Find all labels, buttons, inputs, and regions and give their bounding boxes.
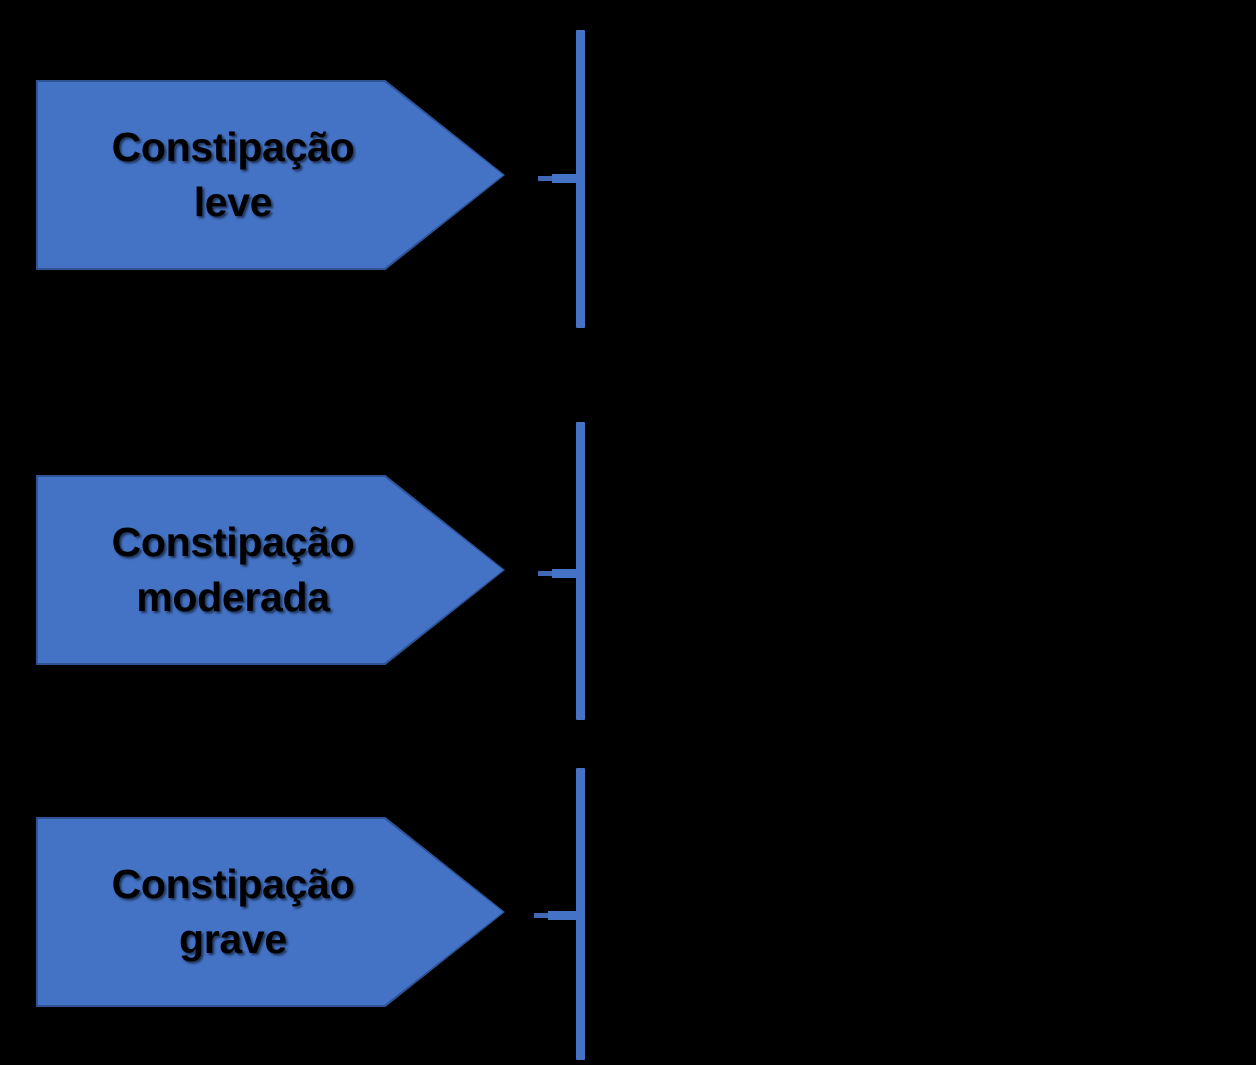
chevron-shape: Constipação leve — [38, 82, 503, 268]
tick-mark-moderada — [538, 569, 582, 578]
chevron-shape: Constipação moderada — [38, 477, 503, 663]
chevron-shape: Constipação grave — [38, 819, 503, 1005]
callout-label: Constipação leve — [111, 124, 355, 225]
tick-mark-leve — [538, 174, 582, 183]
callout-constipacao-leve[interactable]: Constipação leve — [0, 80, 1256, 270]
tick-mark-grave — [534, 911, 582, 920]
callout-label: Constipação grave — [111, 861, 355, 962]
callout-constipacao-moderada[interactable]: Constipação moderada — [0, 475, 1256, 665]
callout-label: Constipação moderada — [111, 519, 355, 620]
callout-constipacao-grave[interactable]: Constipação grave — [0, 817, 1256, 1007]
